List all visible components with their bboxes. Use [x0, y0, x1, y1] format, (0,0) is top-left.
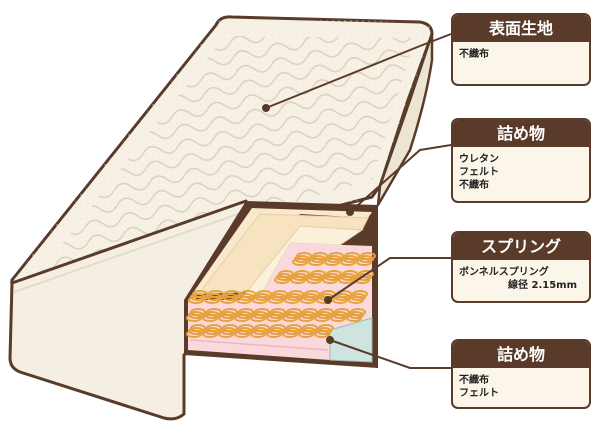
spring-coil	[328, 252, 344, 260]
leader-line-spring	[327, 257, 451, 301]
spring-coil	[318, 324, 334, 332]
callout-line: 線径 2.15mm	[508, 280, 577, 291]
spring-coil	[190, 308, 206, 316]
callout-surface-fabric: 表面生地 不織布	[451, 13, 591, 86]
spring-coil	[206, 308, 222, 316]
spring-coil	[270, 308, 286, 316]
spring-coil	[238, 308, 254, 316]
spring-coil	[192, 290, 208, 298]
callout-line: 不織布	[459, 375, 489, 386]
leader-line-padding-bottom	[329, 339, 451, 369]
callout-title: 詰め物	[453, 341, 589, 368]
spring-coil	[222, 324, 238, 332]
spring-coil	[296, 252, 312, 260]
spring-coil	[318, 308, 334, 316]
callout-line: 不織布	[459, 49, 489, 60]
callout-title: 詰め物	[453, 120, 589, 147]
callout-line: フェルト	[459, 167, 499, 178]
spring-coil	[238, 324, 254, 332]
spring-coil	[304, 290, 320, 298]
spring-coil	[344, 252, 360, 260]
spring-coil	[208, 290, 224, 298]
callout-line: ボンネルスプリング	[459, 267, 549, 278]
spring-coil	[224, 290, 240, 298]
callout-line: フェルト	[459, 388, 499, 399]
spring-coil	[286, 308, 302, 316]
spring-coil	[352, 290, 368, 298]
spring-coil	[342, 270, 358, 278]
callout-spring: スプリング ボンネルスプリング 線径 2.15mm	[451, 231, 591, 303]
spring-coil	[190, 324, 206, 332]
mattress-side-face	[376, 32, 434, 207]
spring-coil	[358, 270, 374, 278]
spring-coil	[240, 290, 256, 298]
spring-coil	[294, 270, 310, 278]
spring-coil	[256, 290, 272, 298]
spring-coil	[326, 270, 342, 278]
spring-coils	[186, 252, 376, 338]
spring-coil	[206, 324, 222, 332]
spring-coil	[222, 308, 238, 316]
callout-line: 不織布	[459, 180, 489, 191]
callout-padding-top: 詰め物 ウレタン フェルト 不織布	[451, 118, 591, 203]
spring-coil	[270, 324, 286, 332]
mattress-front-face	[8, 199, 248, 421]
spring-coil	[302, 308, 318, 316]
callout-padding-bottom: 詰め物 不織布 フェルト	[451, 339, 591, 409]
callout-line: ウレタン	[459, 154, 499, 165]
cutaway-section	[184, 201, 378, 368]
leader-line-padding-top	[349, 144, 452, 213]
spring-coil	[254, 308, 270, 316]
leader-line-surface	[265, 33, 452, 109]
callout-title: 表面生地	[453, 15, 589, 42]
spring-coil	[288, 290, 304, 298]
callout-title: スプリング	[453, 233, 589, 260]
spring-coil	[286, 324, 302, 332]
spring-coil	[334, 308, 350, 316]
spring-coil	[350, 308, 366, 316]
spring-coil	[302, 324, 318, 332]
spring-coil	[278, 270, 294, 278]
spring-coil	[312, 252, 328, 260]
spring-coil	[254, 324, 270, 332]
spring-coil	[310, 270, 326, 278]
spring-coil	[272, 290, 288, 298]
spring-coil	[360, 252, 376, 260]
